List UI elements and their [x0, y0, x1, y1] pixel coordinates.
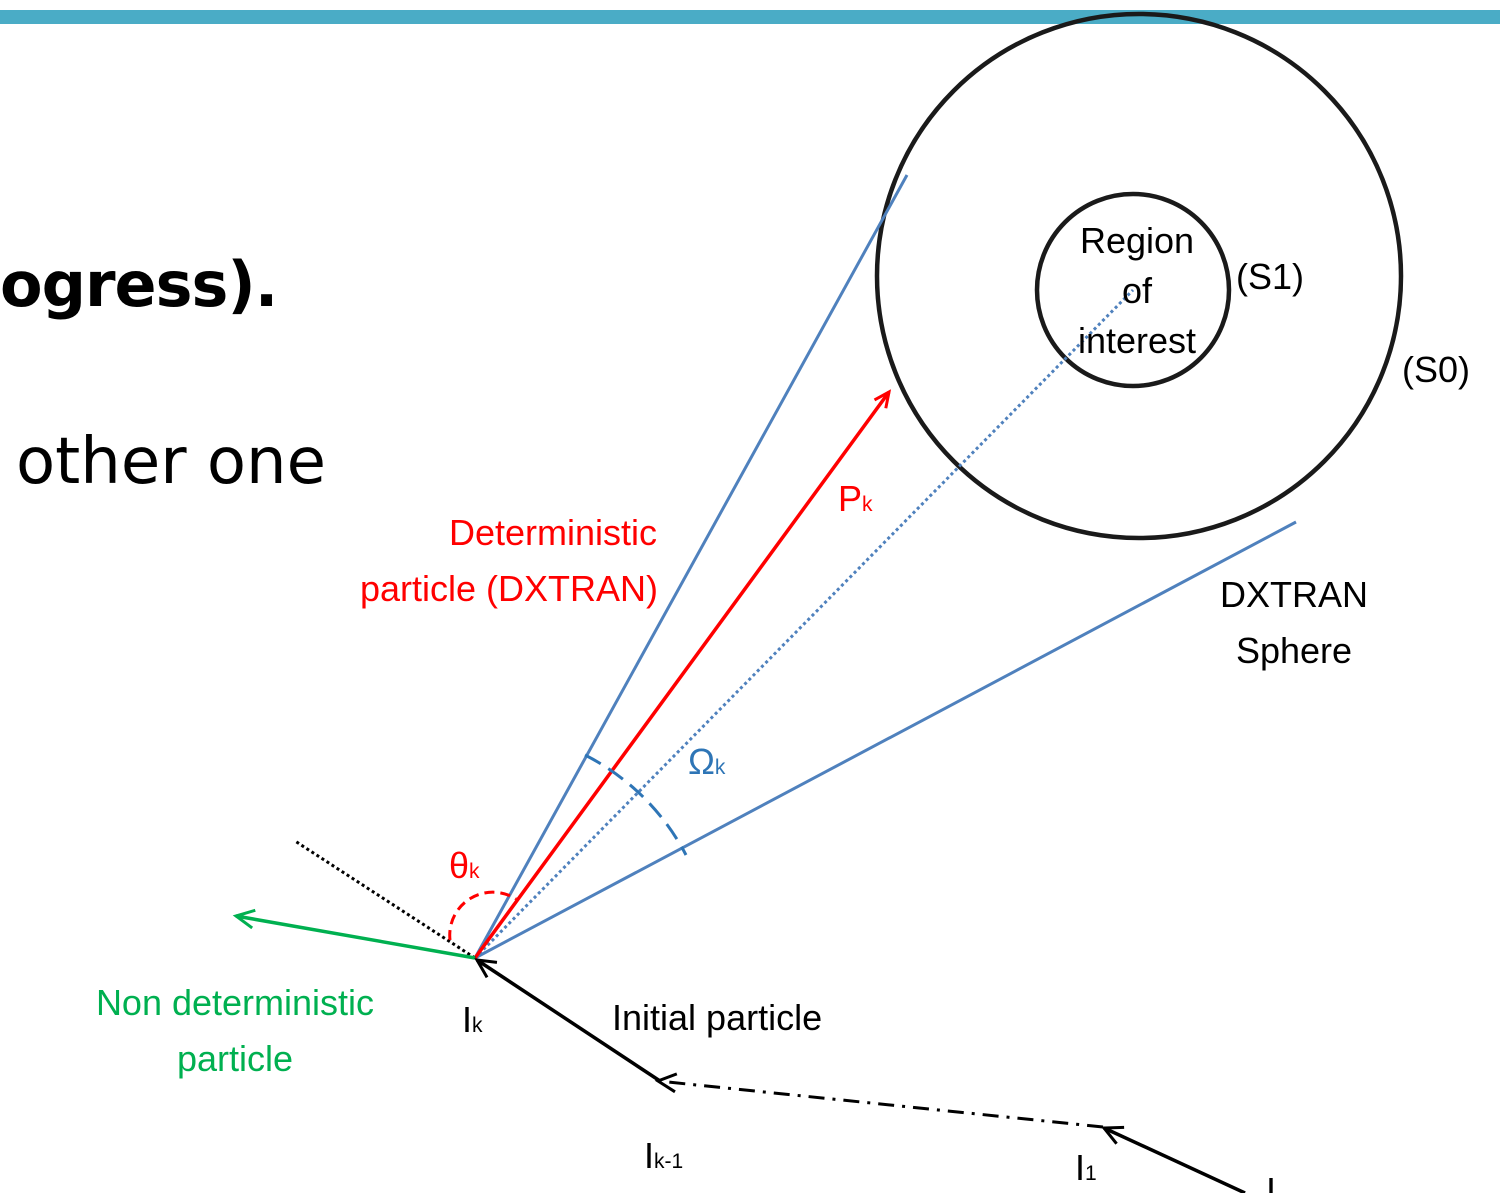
i1-letter: I: [1075, 1147, 1085, 1188]
outer-sphere-s0: [874, 11, 1404, 541]
outer-sphere-label: (S0): [1402, 349, 1470, 390]
center-dotted-line: [473, 288, 1135, 960]
pk-subscript: k: [862, 493, 873, 516]
omega-letter: Ω: [688, 741, 715, 782]
ik-letter: I: [462, 999, 472, 1040]
first-step-vector: [1100, 1125, 1246, 1193]
pk-letter: P: [838, 478, 862, 519]
slide-text-line-2: other one: [16, 425, 326, 499]
slide-text-line-1: ogress).: [0, 248, 278, 321]
dxtran-sphere-label-line-2: Sphere: [1236, 630, 1352, 671]
pk-label: Pk: [838, 478, 873, 519]
inner-sphere-s1: [1034, 191, 1232, 389]
dxtran-sphere-label-line-1: DXTRAN: [1220, 574, 1368, 615]
region-label-line-1: Region: [1080, 220, 1194, 261]
i1-subscript: 1: [1085, 1162, 1097, 1185]
i1-label: I1: [1075, 1147, 1097, 1188]
omega-subscript: k: [715, 756, 726, 779]
deterministic-label-line-1: Deterministic: [449, 512, 657, 553]
i0-label: I: [1266, 1170, 1276, 1193]
cone-lower-line: [474, 520, 1297, 960]
non-deterministic-label-line-2: particle: [177, 1038, 293, 1079]
ik-1-subscript: k-1: [654, 1150, 683, 1173]
theta-angle-arc: [448, 890, 517, 941]
omega-angle-arc: [584, 753, 688, 856]
region-label-line-2: of: [1122, 270, 1153, 311]
omega-label: Ωk: [688, 741, 726, 782]
inner-sphere-label: (S1): [1236, 256, 1304, 297]
theta-label: θk: [449, 845, 480, 886]
theta-letter: θ: [449, 845, 469, 886]
intermediate-path: [654, 1072, 1104, 1129]
deterministic-label-line-2: particle (DXTRAN): [360, 568, 658, 609]
ik-subscript: k: [472, 1014, 483, 1037]
ik-1-letter: I: [644, 1135, 654, 1176]
ik-1-label: Ik-1: [644, 1135, 683, 1176]
initial-particle-label: Initial particle: [612, 997, 822, 1038]
non-deterministic-vector: [232, 908, 476, 960]
theta-subscript: k: [469, 860, 480, 883]
non-deterministic-label-line-1: Non deterministic: [96, 982, 374, 1023]
deterministic-vector: [473, 392, 889, 960]
cone-upper-line: [473, 174, 909, 959]
ik-label: Ik: [462, 999, 483, 1040]
initial-particle-vector: [474, 958, 661, 1083]
region-label-line-3: interest: [1078, 320, 1196, 361]
